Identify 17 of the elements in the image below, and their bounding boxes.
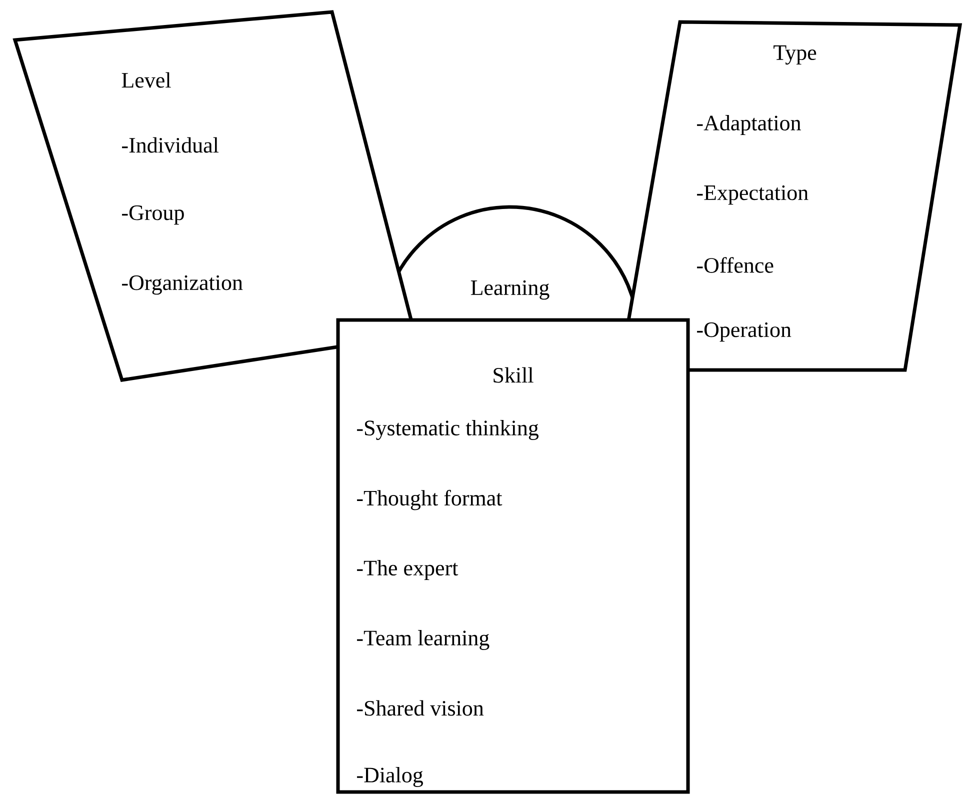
item-text: -Group	[122, 205, 184, 225]
item-text: -The expert	[357, 560, 458, 580]
item-text: -Operation	[697, 322, 792, 342]
item-text: -Individual	[122, 137, 219, 153]
item-text: -Dialog	[357, 767, 423, 787]
item-text: -Systematic thinking	[357, 420, 539, 440]
item-text: -Adaptation	[697, 115, 801, 135]
item-text: -Offence	[697, 257, 774, 273]
item-text: -Team learning	[357, 630, 490, 650]
item-text: -Shared vision	[357, 700, 484, 716]
item-text: -Expectation	[697, 185, 808, 205]
item-text: Level	[122, 72, 171, 88]
item-text: Learning	[470, 280, 550, 300]
item-text: -Thought format	[357, 490, 502, 510]
item-text: Skill	[494, 367, 534, 383]
item-text: -Organization	[122, 275, 243, 295]
item-text: Type	[774, 45, 816, 65]
